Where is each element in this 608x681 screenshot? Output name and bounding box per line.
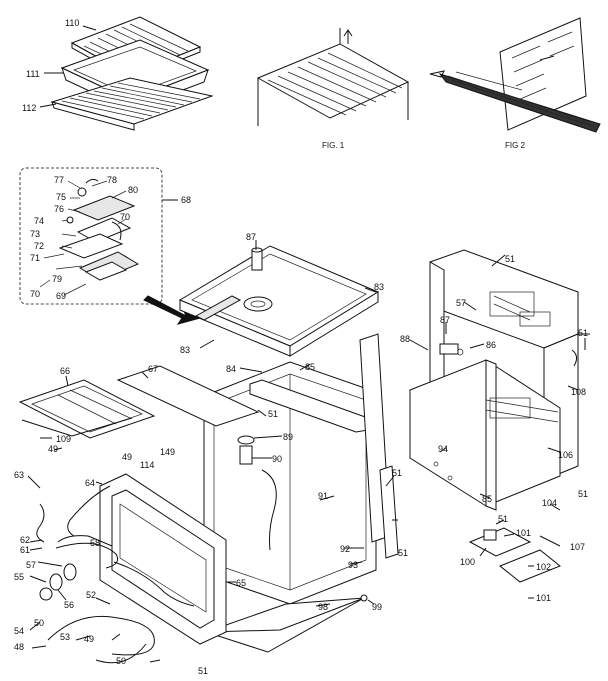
label-80: 80 [128, 185, 138, 195]
label-101-lower: 101 [536, 593, 551, 603]
label-94: 94 [438, 444, 448, 454]
label-70-top: 70 [120, 212, 130, 222]
label-48: 48 [14, 642, 24, 652]
label-79: 79 [52, 274, 62, 284]
label-51-bottom: 51 [198, 666, 208, 676]
label-101-upper: 101 [516, 528, 531, 538]
label-83-left: 83 [180, 345, 190, 355]
label-50-upper: 50 [34, 618, 44, 628]
label-54: 54 [14, 626, 24, 636]
label-64: 64 [85, 478, 95, 488]
label-86: 86 [486, 340, 496, 350]
label-68: 68 [181, 195, 191, 205]
label-51-bracket: 51 [498, 514, 508, 524]
label-73: 73 [30, 229, 40, 239]
side-trim: 92 93 51 51 [340, 333, 408, 570]
direction-arrow-icon [143, 295, 202, 325]
label-51-cavity: 51 [268, 409, 278, 419]
label-149: 149 [160, 447, 175, 457]
label-99: 99 [372, 602, 382, 612]
label-66: 66 [60, 366, 70, 376]
label-62: 62 [20, 535, 30, 545]
oven-rack-icon [50, 77, 214, 131]
fig1-caption: FIG. 1 [322, 141, 345, 150]
label-51-trim-upper: 51 [392, 468, 402, 478]
label-56: 56 [64, 600, 74, 610]
door-frame-icon: 63 64 65 [14, 470, 246, 645]
label-51-trim: 51 [398, 548, 408, 558]
label-58: 58 [90, 538, 100, 548]
label-104: 104 [542, 498, 557, 508]
label-49-mid: 49 [122, 452, 132, 462]
label-98: 98 [318, 602, 328, 612]
label-63: 63 [14, 470, 24, 480]
label-85-top: 85 [305, 362, 315, 372]
label-50-lower: 50 [116, 656, 126, 666]
oven-top-panel: 87 83 83 [178, 232, 384, 357]
label-67: 67 [148, 364, 158, 374]
label-52: 52 [86, 590, 96, 600]
label-53: 53 [60, 632, 70, 642]
label-49-lower: 49 [84, 634, 94, 644]
broil-element-icon: 66 67 109 49 149 49 114 [18, 364, 260, 470]
rear-panel: 51 57 88 87 86 51 108 [400, 249, 590, 481]
label-109: 109 [56, 434, 71, 444]
label-102: 102 [536, 562, 551, 572]
label-92: 92 [340, 544, 350, 554]
label-87-rear: 87 [440, 315, 450, 325]
label-89: 89 [283, 432, 293, 442]
label-65: 65 [236, 578, 246, 588]
label-75: 75 [56, 192, 66, 202]
label-71: 71 [30, 253, 40, 263]
control-panel-icon [58, 178, 140, 281]
right-side-panel: 94 106 51 85 [409, 359, 588, 511]
label-49-top: 49 [48, 444, 58, 454]
label-74: 74 [34, 216, 44, 226]
label-69: 69 [56, 291, 66, 301]
label-76: 76 [54, 204, 64, 214]
label-100: 100 [460, 557, 475, 567]
label-110: 110 [65, 18, 79, 28]
label-51-rear-top: 51 [505, 254, 515, 264]
label-61: 61 [20, 545, 30, 555]
label-78: 78 [107, 175, 117, 185]
label-106: 106 [558, 450, 573, 460]
label-114: 114 [140, 460, 154, 470]
label-112: 112 [22, 103, 36, 113]
label-84: 84 [226, 364, 236, 374]
label-51-rear-right: 51 [578, 328, 588, 338]
terminal-block-icon: 104 51 101 107 100 102 101 [460, 498, 585, 603]
label-85-lower: 85 [482, 494, 492, 504]
label-93: 93 [348, 560, 358, 570]
label-108: 108 [571, 387, 586, 397]
fig1-rack-install: FIG. 1 [256, 28, 410, 150]
label-87-top: 87 [246, 232, 256, 242]
label-72: 72 [34, 241, 44, 251]
fig2-caption: FIG 2 [505, 141, 526, 150]
label-83-right: 83 [374, 282, 384, 292]
oven-base: 98 99 [205, 594, 382, 653]
label-91: 91 [318, 491, 328, 501]
label-70-bottom: 70 [30, 289, 40, 299]
label-55: 55 [14, 572, 24, 582]
label-107: 107 [570, 542, 585, 552]
label-57: 57 [456, 298, 466, 308]
broiler-pan-assembly: 110 111 112 [22, 16, 214, 131]
label-88: 88 [400, 334, 410, 344]
fig2-rack-tilt: FIG 2 [429, 17, 601, 150]
label-51-side-right: 51 [578, 489, 588, 499]
label-90: 90 [272, 454, 282, 464]
label-111: 111 [26, 69, 40, 79]
label-57-element: 57 [26, 560, 36, 570]
bake-element-icon: 62 61 58 57 55 56 52 50 54 53 49 48 50 5… [14, 503, 208, 676]
control-inset: 68 77 78 [19, 167, 191, 305]
label-77: 77 [54, 175, 64, 185]
